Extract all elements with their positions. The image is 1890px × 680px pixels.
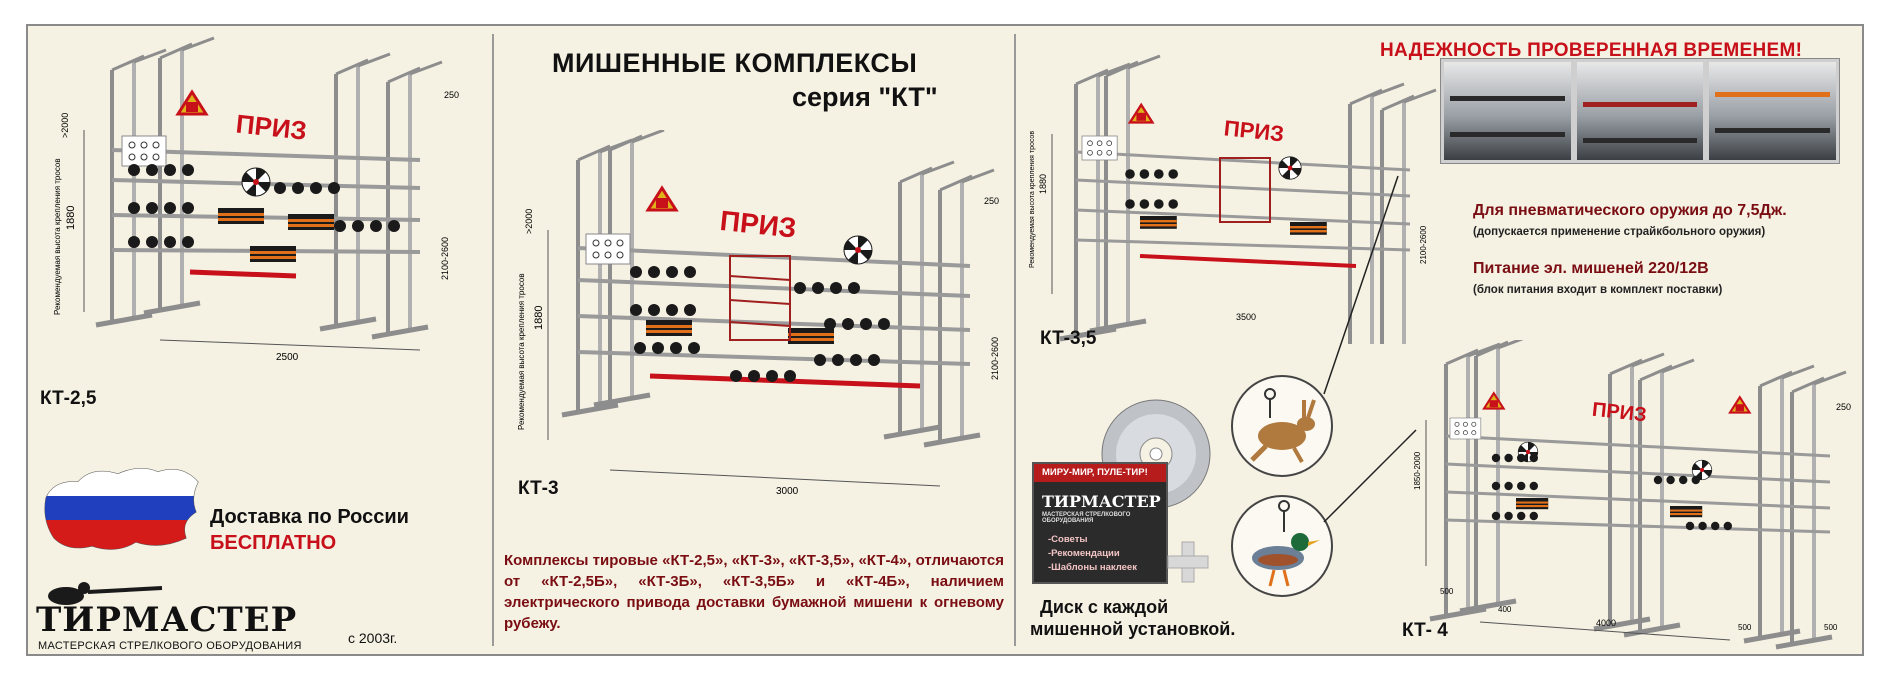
- kt4-dim-height: 1850-2000: [1413, 451, 1422, 490]
- delivery-free: БЕСПЛАТНО: [210, 532, 337, 554]
- disc-caption-line1: Диск с каждой: [1040, 597, 1169, 617]
- kt35-dim-height: 1880: [1038, 174, 1048, 194]
- disc-case: МИРУ-МИР, ПУЛЕ-ТИР! ТИРМАСТЕР МАСТЕРСКАЯ…: [1032, 462, 1168, 584]
- kt4-dim-width: 4000: [1596, 618, 1616, 628]
- kt25-dim-cable: 2100-2600: [440, 237, 450, 280]
- kt4-dim-side-a: 500: [1440, 587, 1454, 596]
- kt4-dim-side-d: 500: [1824, 623, 1838, 632]
- disc-slogan: МИРУ-МИР, ПУЛЕ-ТИР!: [1042, 467, 1148, 478]
- kt3-prize: ПРИЗ: [719, 205, 798, 244]
- duck-target-icon: [1231, 495, 1333, 597]
- kt4-dim-side-b: 400: [1498, 605, 1512, 614]
- kt35-drawing: ПРИЗ 1880 Рекомендуемая высота крепления…: [1029, 44, 1440, 344]
- kt3-dim-width: 3000: [776, 486, 799, 497]
- logo-name: ТИРМАСТЕР: [36, 600, 298, 640]
- kt3-dim-cable: 2100-2600: [990, 337, 1000, 380]
- spec-pneumatic-note: (допускается применение страйкбольного о…: [1473, 226, 1766, 238]
- kt4-label: КТ- 4: [1402, 620, 1448, 641]
- kt25-dim-width: 2500: [276, 352, 299, 363]
- delivery-line1: Доставка по России: [210, 506, 409, 528]
- kt35-dim-cable: 2100-2600: [1419, 225, 1428, 264]
- spec-power-note: (блок питания входит в комплект поставки…: [1473, 284, 1723, 296]
- disc-brand-sub: МАСТЕРСКАЯ СТРЕЛКОВОГО ОБОРУДОВАНИЯ: [1042, 512, 1131, 524]
- kt4-drawing: ПРИЗ 1850-2000 250 500 400 4000 500 500: [1413, 340, 1851, 650]
- kt25-dim-recommended: >2000: [60, 113, 70, 138]
- kt3-label: КТ-3: [518, 478, 559, 499]
- disc-brand: ТИРМАСТЕР: [1042, 492, 1161, 511]
- kt3-dim-side: Рекомендуемая высота крепления тросов: [517, 273, 526, 430]
- spec-pneumatic: Для пневматического оружия до 7,5Дж.: [1473, 202, 1787, 219]
- disc-item-1: -Советы: [1048, 534, 1088, 545]
- hare-target-icon: [1231, 375, 1333, 477]
- kt35-dim-width: 3500: [1236, 312, 1256, 322]
- reliability-heading: НАДЕЖНОСТЬ ПРОВЕРЕННАЯ ВРЕМЕНЕМ!: [1380, 40, 1803, 61]
- disc-item-3: -Шаблоны наклеек: [1048, 562, 1137, 573]
- kt4-dim-side-c: 500: [1738, 623, 1752, 632]
- kt25-dim-height: 1880: [65, 206, 77, 230]
- models-description: Комплексы тировые «КТ-2,5», «КТ-3», «КТ-…: [504, 552, 1004, 632]
- kt25-prize: ПРИЗ: [235, 109, 309, 146]
- spec-power: Питание эл. мишеней 220/12В: [1473, 260, 1709, 277]
- kt3-dim-depth: 250: [984, 196, 999, 206]
- divider-left: [492, 34, 494, 646]
- logo-since: с 2003г.: [348, 630, 398, 646]
- disc-caption-line2: мишенной установкой.: [1030, 619, 1236, 639]
- kt25-dim-depth: 250: [444, 90, 459, 100]
- photo-strip: [1440, 58, 1840, 164]
- kt3-drawing: ПРИЗ 1880 Рекомендуемая высота крепления…: [517, 130, 1000, 497]
- gallery-photo-2: [1576, 62, 1704, 160]
- russia-map-icon: [44, 468, 199, 550]
- gallery-photo-1: [1444, 62, 1571, 160]
- divider-right: [1014, 34, 1016, 646]
- page-subtitle: серия "КТ": [792, 82, 938, 112]
- kt4-dim-depth: 250: [1836, 402, 1851, 412]
- kt25-dim-side: Рекомендуемая высота крепления тросов: [53, 158, 62, 315]
- shooter-silhouette-icon: [48, 582, 163, 605]
- kt4-prize: ПРИЗ: [1591, 399, 1648, 427]
- gallery-photo-3: [1709, 62, 1837, 160]
- kt35-prize: ПРИЗ: [1223, 115, 1285, 146]
- page-title: МИШЕННЫЕ КОМПЛЕКСЫ: [552, 48, 918, 78]
- logo-tagline: МАСТЕРСКАЯ СТРЕЛКОВОГО ОБОРУДОВАНИЯ: [38, 640, 302, 652]
- kt3-dim-recommended: >2000: [524, 209, 534, 234]
- kt35-dim-side: Рекомендуемая высота крепления тросов: [1029, 131, 1036, 268]
- kt25-drawing: ПРИЗ 1880 Рекомендуемая высота крепления…: [53, 30, 459, 363]
- disc-item-2: -Рекомендации: [1048, 548, 1120, 559]
- kt3-dim-height: 1880: [533, 306, 545, 330]
- plus-icon: [1167, 541, 1209, 583]
- kt35-label: КТ-3,5: [1040, 328, 1097, 349]
- kt25-label: КТ-2,5: [40, 388, 97, 409]
- pointer-lines: [1323, 175, 1417, 523]
